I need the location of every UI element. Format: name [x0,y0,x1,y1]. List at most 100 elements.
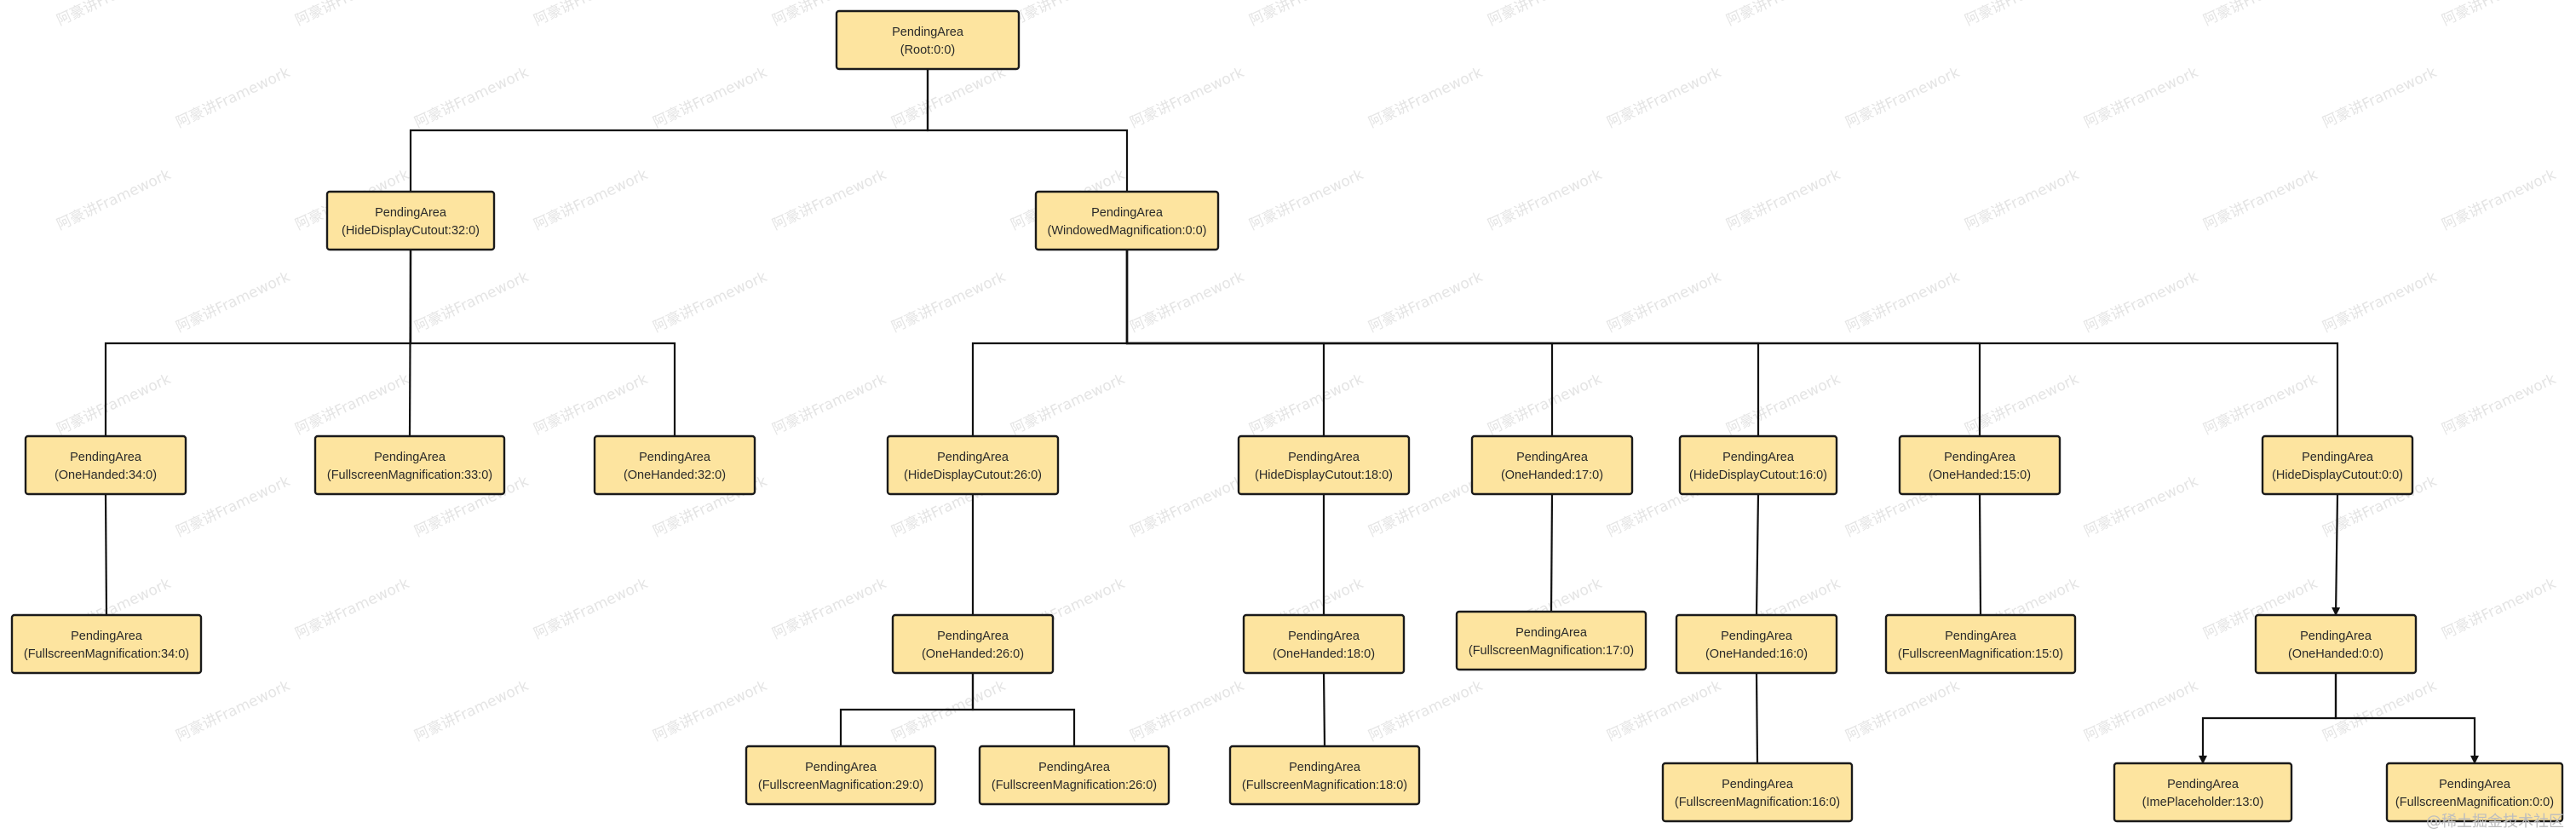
edge-n12-n18 [2332,493,2341,616]
node-label: (OneHanded:16:0) [1705,647,1808,661]
watermark-text-20: 阿豪讲Framework [2320,63,2440,131]
node-title: PendingArea [71,630,143,643]
tree-node-n13: PendingArea(OneHanded:26:0) [891,613,1055,675]
node-title: PendingArea [2167,778,2240,791]
node-title: PendingArea [1515,626,1588,640]
watermark-text-80: 阿豪讲Framework [1604,676,1724,745]
node-title: PendingArea [375,206,447,220]
node-box [1884,613,2077,675]
tree-node-n15: PendingArea (FullscreenMagnification:17:0… [1455,610,1647,671]
tree-node-n9: PendingArea (OneHanded:17:0) [1470,434,1634,496]
node-label: (OneHanded:0:0) [2288,647,2383,661]
node-label: (OneHanded:32:0) [624,469,726,482]
node-label: (FullscreenMagnification:17:0) [1469,644,1634,658]
watermark-text-40: 阿豪讲Framework [2081,267,2201,336]
watermark-text-36: 阿豪讲Framework [1127,267,1247,336]
node-box [1034,190,1220,251]
node-title: PendingArea [2439,778,2511,791]
watermark-text-18: 阿豪讲Framework [1843,63,1963,131]
node-box [2385,762,2564,823]
watermark-text-17: 阿豪讲Framework [1604,63,1724,131]
watermark-text-79: 阿豪讲Framework [1366,676,1486,745]
tree-node-n4: PendingArea(FullscreenMagnification:33:0… [313,434,506,496]
node-label: (FullscreenMagnification:16:0) [1675,796,1840,809]
node-box [1470,434,1634,496]
tree-node-n17: PendingArea (FullscreenMagnification:15:0… [1884,613,2077,675]
edge-n11-n17 [1978,493,1982,616]
watermark-text-75: 阿豪讲Framework [411,676,532,745]
watermark-text-29: 阿豪讲Framework [1962,165,2082,233]
node-label: (ImePlaceholder:13:0) [2142,796,2264,809]
node-title: PendingArea [805,761,877,774]
tree-node-n18: PendingArea (OneHanded:0:0) [2254,613,2418,675]
watermark-text-41: 阿豪讲Framework [2320,267,2440,336]
node-box [745,745,937,806]
node-box [10,613,203,675]
edge-n2-n12 [1125,250,2339,436]
watermark-text-8: 阿豪讲Framework [1962,0,2082,30]
node-title: PendingArea [1945,630,2017,643]
watermark-text-23: 阿豪讲Framework [531,165,651,233]
tree-node-n22: PendingArea(FullscreenMagnification:16:0… [1661,762,1854,823]
edge-n18-n24 [2334,673,2479,764]
tree-node-n23: PendingArea (ImePlaceholder:13:0) [2113,762,2293,823]
node-box [835,9,1021,71]
node-title: PendingArea [1721,630,1793,643]
watermark-text-28: 阿豪讲Framework [1723,165,1843,233]
node-label: (FullscreenMagnification:26:0) [992,779,1157,792]
watermark-text-57: 阿豪讲Framework [1127,472,1247,540]
node-label: (Root:0:0) [900,43,955,57]
watermark-text-19: 阿豪讲Framework [2081,63,2201,131]
node-title: PendingArea [892,26,964,39]
watermark-text-38: 阿豪讲Framework [1604,267,1724,336]
tree-node-n12: PendingArea(HideDisplayCutout:0:0) [2261,434,2414,496]
tree-node-n10: PendingArea (HideDisplayCutout:16:0) [1678,434,1838,496]
node-box [593,434,756,496]
watermark-text-65: 阿豪讲Framework [531,574,651,642]
node-label: (WindowedMagnification:0:0) [1048,224,1207,238]
watermark-text-26: 阿豪讲Framework [1246,165,1366,233]
node-label: (OneHanded:34:0) [55,469,157,482]
watermark-text-44: 阿豪讲Framework [531,370,651,438]
node-box [1661,762,1854,823]
watermark-text-9: 阿豪讲Framework [2200,0,2320,30]
node-title: PendingArea [374,451,446,464]
node-title: PendingArea [2300,630,2372,643]
watermark-text-49: 阿豪讲Framework [1723,370,1843,438]
watermark-text-77: 阿豪讲Framework [888,676,1009,745]
edge-n9-n15 [1550,493,1554,613]
node-label: (FullscreenMagnification:18:0) [1242,779,1407,792]
watermark-text-4: 阿豪讲Framework [1008,0,1128,30]
watermark-text-78: 阿豪讲Framework [1127,676,1247,745]
node-title: PendingArea [1516,451,1589,464]
node-box [325,190,496,251]
node-label: (OneHanded:17:0) [1501,469,1603,482]
node-title: PendingArea [70,451,142,464]
tree-node-n16: PendingArea (OneHanded:16:0) [1675,613,1838,675]
tree-node-n1: PendingArea (HideDisplayCutout:32:0) [325,190,496,251]
node-title: PendingArea [639,451,711,464]
node-label: (FullscreenMagnification:29:0) [758,779,923,792]
watermark-text-53: 阿豪讲Framework [173,472,293,540]
node-title: PendingArea [1722,451,1795,464]
watermark-text-16: 阿豪讲Framework [1366,63,1486,131]
node-label: (HideDisplayCutout:16:0) [1689,469,1827,482]
watermark-text-74: 阿豪讲Framework [173,676,293,745]
node-label: (HideDisplayCutout:32:0) [342,224,480,238]
node-title: PendingArea [937,630,1009,643]
watermark-text-64: 阿豪讲Framework [292,574,412,642]
node-box [1455,610,1647,671]
tree-node-n2: PendingArea(WindowedMagnification:0:0) [1034,190,1220,251]
watermark-text-24: 阿豪讲Framework [769,165,889,233]
edge-n18-n23 [2199,673,2337,764]
watermark-text-10: 阿豪讲Framework [2439,0,2559,30]
node-label: (FullscreenMagnification:15:0) [1898,647,2063,661]
watermark-text-27: 阿豪讲Framework [1485,165,1605,233]
node-box [2113,762,2293,823]
watermark-text-15: 阿豪讲Framework [1127,63,1247,131]
node-title: PendingArea [1944,451,2016,464]
tree-node-n0: PendingArea (Root:0:0) [835,9,1021,71]
watermark-text-48: 阿豪讲Framework [1485,370,1605,438]
watermark-text-12: 阿豪讲Framework [411,63,532,131]
